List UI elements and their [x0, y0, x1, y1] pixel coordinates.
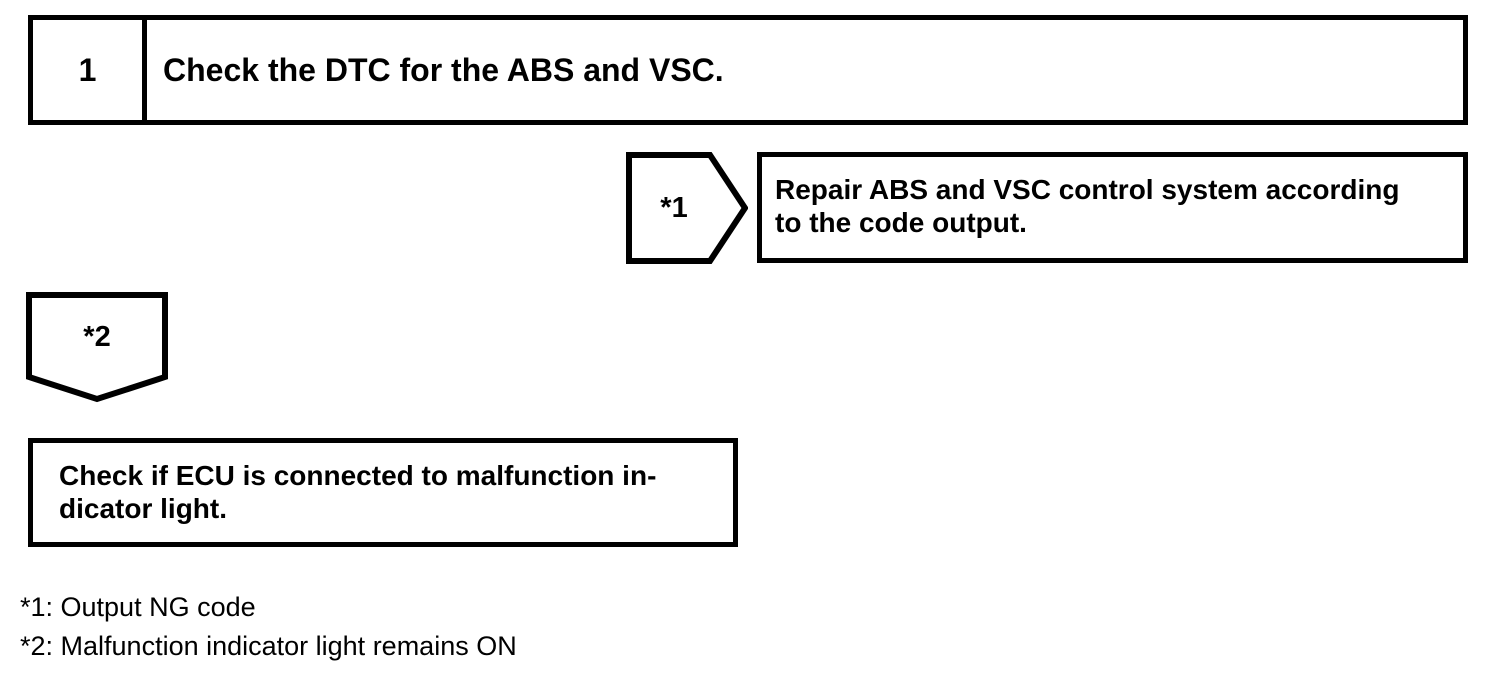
- footnote-2: *2: Malfunction indicator light remains …: [20, 631, 517, 661]
- repair-action-line-2: to the code output.: [775, 207, 1027, 238]
- check-ecu-line-1: Check if ECU is connected to malfunction…: [59, 460, 657, 491]
- connector-1-label: *1: [660, 191, 688, 224]
- check-ecu-box: Check if ECU is connected to malfunction…: [28, 438, 738, 547]
- connector-2: *2: [25, 291, 169, 403]
- footnote-1: *1: Output NG code: [20, 592, 256, 622]
- connector-2-label: *2: [83, 320, 111, 353]
- down-pentagon-icon: [26, 292, 168, 403]
- connector-1: *1: [626, 151, 748, 265]
- right-pentagon-icon: [626, 152, 748, 264]
- step-box: 1 Check the DTC for the ABS and VSC.: [28, 15, 1468, 125]
- footnotes: *1: Output NG code *2: Malfunction indic…: [20, 588, 517, 666]
- repair-action-line-1: Repair ABS and VSC control system accord…: [775, 174, 1400, 205]
- check-ecu-line-2: dicator light.: [59, 493, 227, 524]
- step-number: 1: [33, 20, 147, 120]
- repair-action-box: Repair ABS and VSC control system accord…: [757, 152, 1468, 263]
- step-title: Check the DTC for the ABS and VSC.: [163, 51, 724, 88]
